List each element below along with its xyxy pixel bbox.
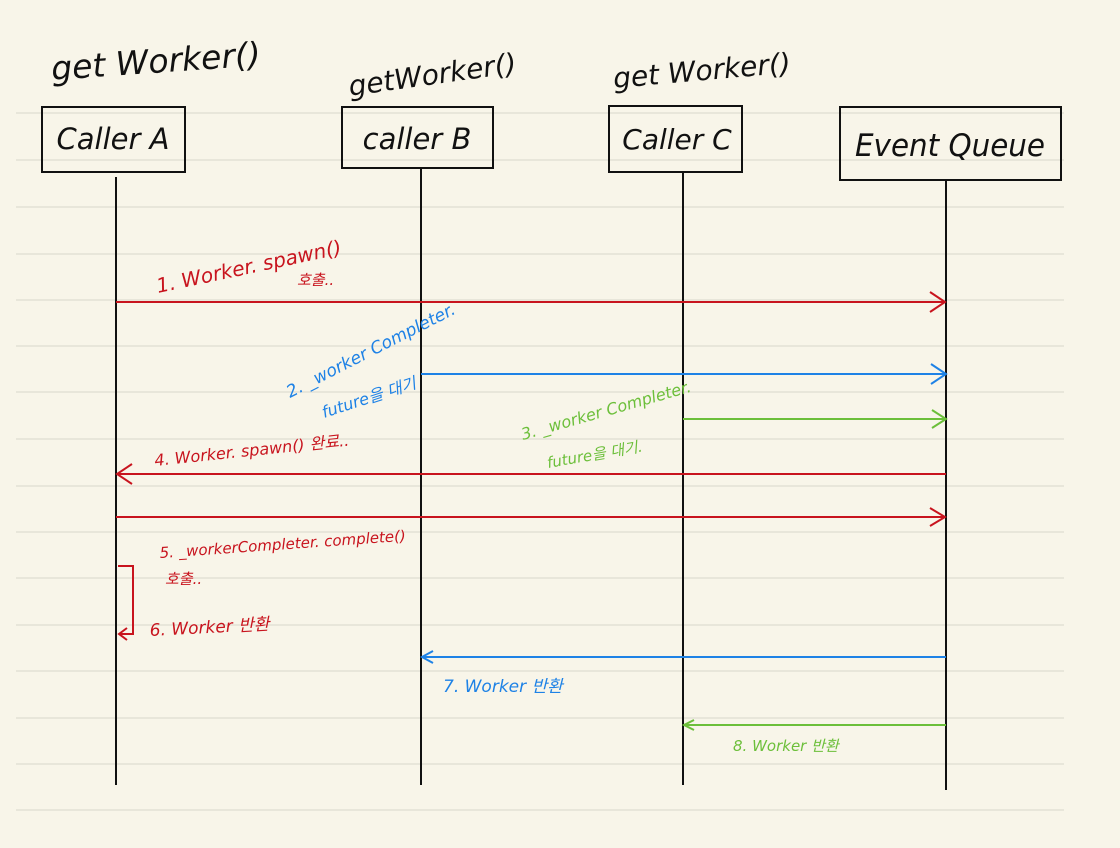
arrowhead-icon — [930, 363, 948, 385]
participant-box — [608, 105, 743, 173]
participant-name: Event Queue — [855, 128, 1045, 164]
arrowhead-icon — [929, 291, 947, 313]
message-label: 4. Worker. spawn() 완료.. — [153, 431, 350, 470]
participant-box — [839, 106, 1062, 181]
message-label: 3. _worker Completer. — [519, 377, 694, 445]
message-8-worker-return: 8. Worker 반환 — [681, 719, 946, 755]
message-label: 6. Worker 반환 — [149, 615, 272, 641]
participant-call-label: getWorker() — [346, 47, 518, 103]
arrowhead-icon — [117, 627, 128, 641]
notebook-rules — [16, 112, 1064, 811]
message-label-line2: 호출.. — [297, 271, 334, 289]
message-label: 7. Worker 반환 — [443, 677, 565, 697]
arrowhead-icon — [419, 650, 434, 664]
message-label-line2: future을 대기. — [546, 437, 644, 471]
message-label-line2: 호출.. — [165, 570, 202, 588]
message-7-worker-return: 7. Worker 반환 — [419, 650, 946, 697]
participant-box — [341, 106, 494, 169]
arrowhead-icon — [929, 507, 947, 527]
participant-name: Caller C — [622, 123, 732, 156]
participant-call-label: get Worker() — [50, 34, 262, 88]
participant-name: Caller A — [57, 122, 170, 156]
participant-event-queue: Event Queue — [839, 106, 1062, 790]
arrowhead-icon — [681, 719, 695, 731]
message-arrow-line — [118, 565, 134, 635]
participant-caller-a: get Worker() Caller A — [41, 34, 262, 785]
message-label: 8. Worker 반환 — [733, 737, 841, 755]
participant-name: caller B — [363, 122, 472, 156]
message-5-complete-call: 5. _workerCompleter. complete() 호출.. — [116, 507, 947, 588]
participant-caller-c: get Worker() Caller C — [608, 47, 792, 785]
message-3-wait-future: 3. _worker Completer. future을 대기. — [519, 377, 948, 472]
arrowhead-icon — [115, 463, 133, 485]
arrowhead-icon — [931, 409, 948, 429]
participant-caller-b: getWorker() caller B — [341, 47, 518, 785]
participant-call-label: get Worker() — [612, 47, 792, 95]
participant-box — [41, 106, 186, 173]
